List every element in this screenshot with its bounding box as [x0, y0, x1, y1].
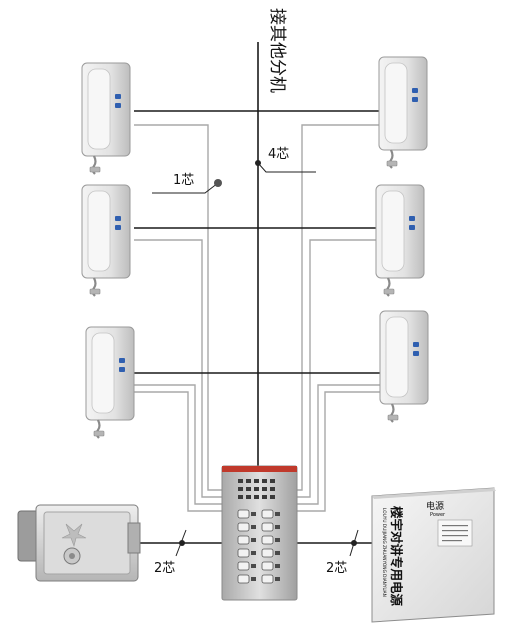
- handset-receiver: [91, 332, 115, 414]
- call-key: [237, 561, 250, 571]
- handset-receiver: [87, 190, 111, 272]
- call-key-label-plate: [275, 551, 280, 555]
- call-key-label-plate: [251, 564, 256, 568]
- psu-title-cn: 电源: [426, 500, 444, 512]
- call-key-label-plate: [251, 512, 256, 516]
- psu-spec-label: [437, 519, 473, 547]
- call-key-label-plate: [275, 525, 280, 529]
- handset-unlock-button: [412, 97, 418, 102]
- call-key: [261, 561, 274, 571]
- indoor-handset: [375, 184, 425, 297]
- core-4-label: 4芯: [268, 147, 289, 162]
- handset-receiver: [385, 316, 409, 398]
- psu-title-en: Power: [430, 512, 446, 518]
- handset-call-button: [119, 358, 125, 363]
- handset-unlock-button: [413, 351, 419, 356]
- call-key-label-plate: [275, 538, 280, 542]
- call-key: [261, 535, 274, 545]
- core-2-left-label: 2芯: [154, 561, 175, 576]
- core-4-junction: [255, 160, 261, 166]
- grey-wiring: [134, 124, 380, 512]
- handset-unlock-button: [115, 225, 121, 230]
- handset-unlock-button: [119, 367, 125, 372]
- electric-lock: [17, 504, 141, 582]
- core-2-left-junction: [179, 540, 185, 546]
- handsets: [81, 56, 429, 439]
- call-key-label-plate: [251, 551, 256, 555]
- core-1-junction: [214, 179, 222, 187]
- indoor-handset: [81, 184, 131, 297]
- indoor-handset: [379, 310, 429, 423]
- call-key: [237, 509, 250, 519]
- handset-call-button: [115, 94, 121, 99]
- handset-receiver: [381, 190, 405, 272]
- call-key: [237, 574, 250, 584]
- handset-receiver: [87, 68, 111, 150]
- core-2-right-junction: [351, 540, 357, 546]
- power-supply: 电源 Power 楼宇对讲专用电源 LOUYU DUIJIANG ZHUANYO…: [371, 487, 496, 623]
- lock-logo-icon: [61, 523, 87, 548]
- core-1-label: 1芯: [173, 173, 194, 188]
- call-key-label-plate: [275, 564, 280, 568]
- handset-call-button: [413, 342, 419, 347]
- core-2-right-label: 2芯: [326, 561, 347, 576]
- handset-call-button: [412, 88, 418, 93]
- psu-vertical-text: 楼宇对讲专用电源: [389, 506, 404, 607]
- handset-receiver: [384, 62, 408, 144]
- call-key: [261, 509, 274, 519]
- call-key-label-plate: [275, 577, 280, 581]
- call-key: [237, 548, 250, 558]
- panel-top-strip: [222, 466, 297, 472]
- call-key-label-plate: [251, 577, 256, 581]
- handset-call-button: [409, 216, 415, 221]
- call-key: [261, 522, 274, 532]
- call-key-label-plate: [251, 525, 256, 529]
- psu-pinyin: LOUYU DUIJIANG ZHUANYONG DIANYUAN: [381, 508, 387, 597]
- call-key-label-plate: [275, 512, 280, 516]
- call-key-label-plate: [251, 538, 256, 542]
- handset-call-button: [115, 216, 121, 221]
- speaker-grille: [238, 479, 275, 499]
- handset-unlock-button: [115, 103, 121, 108]
- handset-unlock-button: [409, 225, 415, 230]
- door-call-panel: [221, 465, 298, 601]
- top-riser-label: 接其他分机: [267, 8, 287, 93]
- indoor-handset: [85, 326, 135, 439]
- call-keypad: [237, 509, 280, 584]
- call-key: [237, 522, 250, 532]
- indoor-handset: [81, 62, 131, 175]
- call-key: [261, 548, 274, 558]
- indoor-handset: [378, 56, 428, 169]
- call-key: [237, 535, 250, 545]
- call-key: [261, 574, 274, 584]
